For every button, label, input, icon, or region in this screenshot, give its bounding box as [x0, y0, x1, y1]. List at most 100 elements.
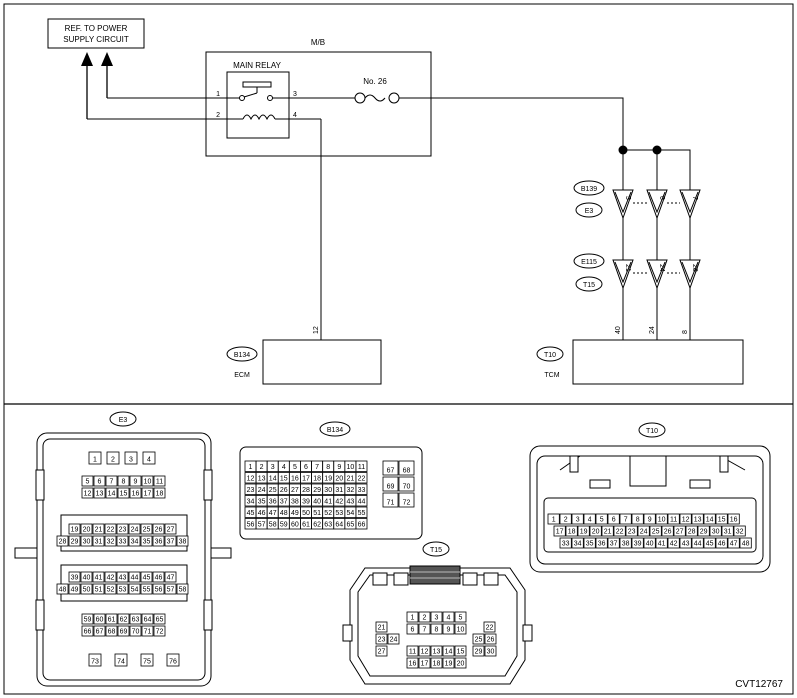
pin-number: 23 [247, 487, 255, 494]
pin-cell [398, 492, 415, 508]
relay-coil [242, 114, 276, 121]
pin-number: 8 [435, 627, 439, 634]
pin-number: 59 [280, 522, 288, 529]
pin-number: 17 [421, 661, 429, 668]
pin-number: 11 [409, 649, 416, 656]
pin-number: 25 [143, 527, 151, 534]
pin-number: 24 [258, 487, 266, 494]
pin-number: 14 [706, 517, 714, 524]
pin-cell [80, 523, 93, 535]
pin-cell [116, 535, 129, 547]
ecm-box [262, 339, 382, 385]
pin-number: 15 [120, 491, 128, 498]
pin-cell [56, 535, 69, 547]
pin-number: 26 [487, 637, 495, 644]
pin-cell [93, 613, 106, 625]
pin-number: 22 [616, 529, 624, 536]
pin-cell [472, 633, 485, 645]
pin-number: 37 [280, 499, 288, 506]
ecm-pin-12: 12 [313, 326, 320, 334]
pin-cell [92, 523, 105, 535]
pin-cell [430, 611, 443, 623]
pin-number: 60 [291, 522, 299, 529]
relay-contact-1 [239, 95, 245, 101]
pin-number: 23 [119, 527, 127, 534]
pin-cell [691, 537, 704, 549]
relay-contact-bar [242, 81, 272, 88]
b139-e3-connector: 5 6 7 [612, 189, 701, 220]
main-relay-label: MAIN RELAY [233, 61, 282, 70]
pin-number: 6 [98, 479, 102, 486]
pin-number: 62 [120, 617, 128, 624]
e3-tag-text: E3 [585, 208, 594, 215]
pin-number: 46 [155, 575, 163, 582]
b134-tag-text: B134 [234, 352, 250, 359]
pin-number: 71 [144, 629, 152, 636]
pin-cell [81, 625, 94, 637]
pin-number: 26 [155, 527, 163, 534]
pin-number: 41 [95, 575, 103, 582]
pin-number: 47 [269, 510, 277, 517]
pin-number: 38 [291, 499, 299, 506]
pin-cell [715, 513, 728, 525]
pin-cell [116, 583, 129, 595]
pin-number: 46 [258, 510, 266, 517]
pin-number: 66 [358, 522, 366, 529]
pin-number: 34 [574, 541, 582, 548]
pin-number: 14 [269, 476, 277, 483]
pin-number: 60 [96, 617, 104, 624]
pin-cell [355, 483, 368, 495]
pin-number: 5 [293, 464, 297, 471]
ref-line-2: SUPPLY CIRCUIT [63, 35, 129, 44]
pin-number: 33 [358, 487, 366, 494]
pin-number: 45 [247, 510, 255, 517]
pin-number: 54 [347, 510, 355, 517]
pin-number: 22 [486, 625, 494, 632]
tcm-pin-24: 24 [649, 326, 656, 334]
pin-cell [559, 513, 572, 525]
pin-cell [124, 451, 138, 465]
relay-pin-1: 1 [216, 91, 220, 98]
pin-cell [649, 525, 662, 537]
pin-cell [129, 487, 142, 499]
pin-cell [607, 513, 620, 525]
pin-cell [106, 451, 120, 465]
pin-number: 7 [423, 627, 427, 634]
pin-cell [105, 625, 118, 637]
pin-cell [679, 513, 692, 525]
pin-number: 4 [588, 517, 592, 524]
b134-view-tag: B134 [327, 427, 343, 434]
t15-tag [575, 276, 603, 292]
pin-number: 21 [604, 529, 612, 536]
pin-number: 29 [71, 539, 79, 546]
pin-number: 38 [622, 541, 630, 548]
pin-cell [375, 633, 388, 645]
pin-number: 43 [119, 575, 127, 582]
pin-number: 51 [313, 510, 321, 517]
pin-number: 18 [313, 476, 321, 483]
pin-number: 27 [291, 487, 299, 494]
pin-cell [68, 583, 81, 595]
pin-number: 18 [433, 661, 441, 668]
pin-cell [406, 623, 419, 635]
pin-cell [141, 625, 154, 637]
pin-number: 43 [682, 541, 690, 548]
fuse-terminal-right [388, 92, 400, 104]
pin-cell [93, 475, 106, 487]
pin-cell [141, 613, 154, 625]
pin-number: 62 [313, 522, 321, 529]
pin-number: 63 [132, 617, 140, 624]
pin-cell [68, 523, 81, 535]
pin-number: 22 [107, 527, 115, 534]
pin-number: 16 [132, 491, 140, 498]
pin-number: 27 [378, 649, 386, 656]
pin-cell [619, 513, 632, 525]
pin-cell [152, 535, 165, 547]
pin-cell [141, 475, 154, 487]
pin-number: 32 [107, 539, 115, 546]
pin-cell [116, 523, 129, 535]
pin-cell [88, 653, 102, 667]
pin-number: 28 [688, 529, 696, 536]
